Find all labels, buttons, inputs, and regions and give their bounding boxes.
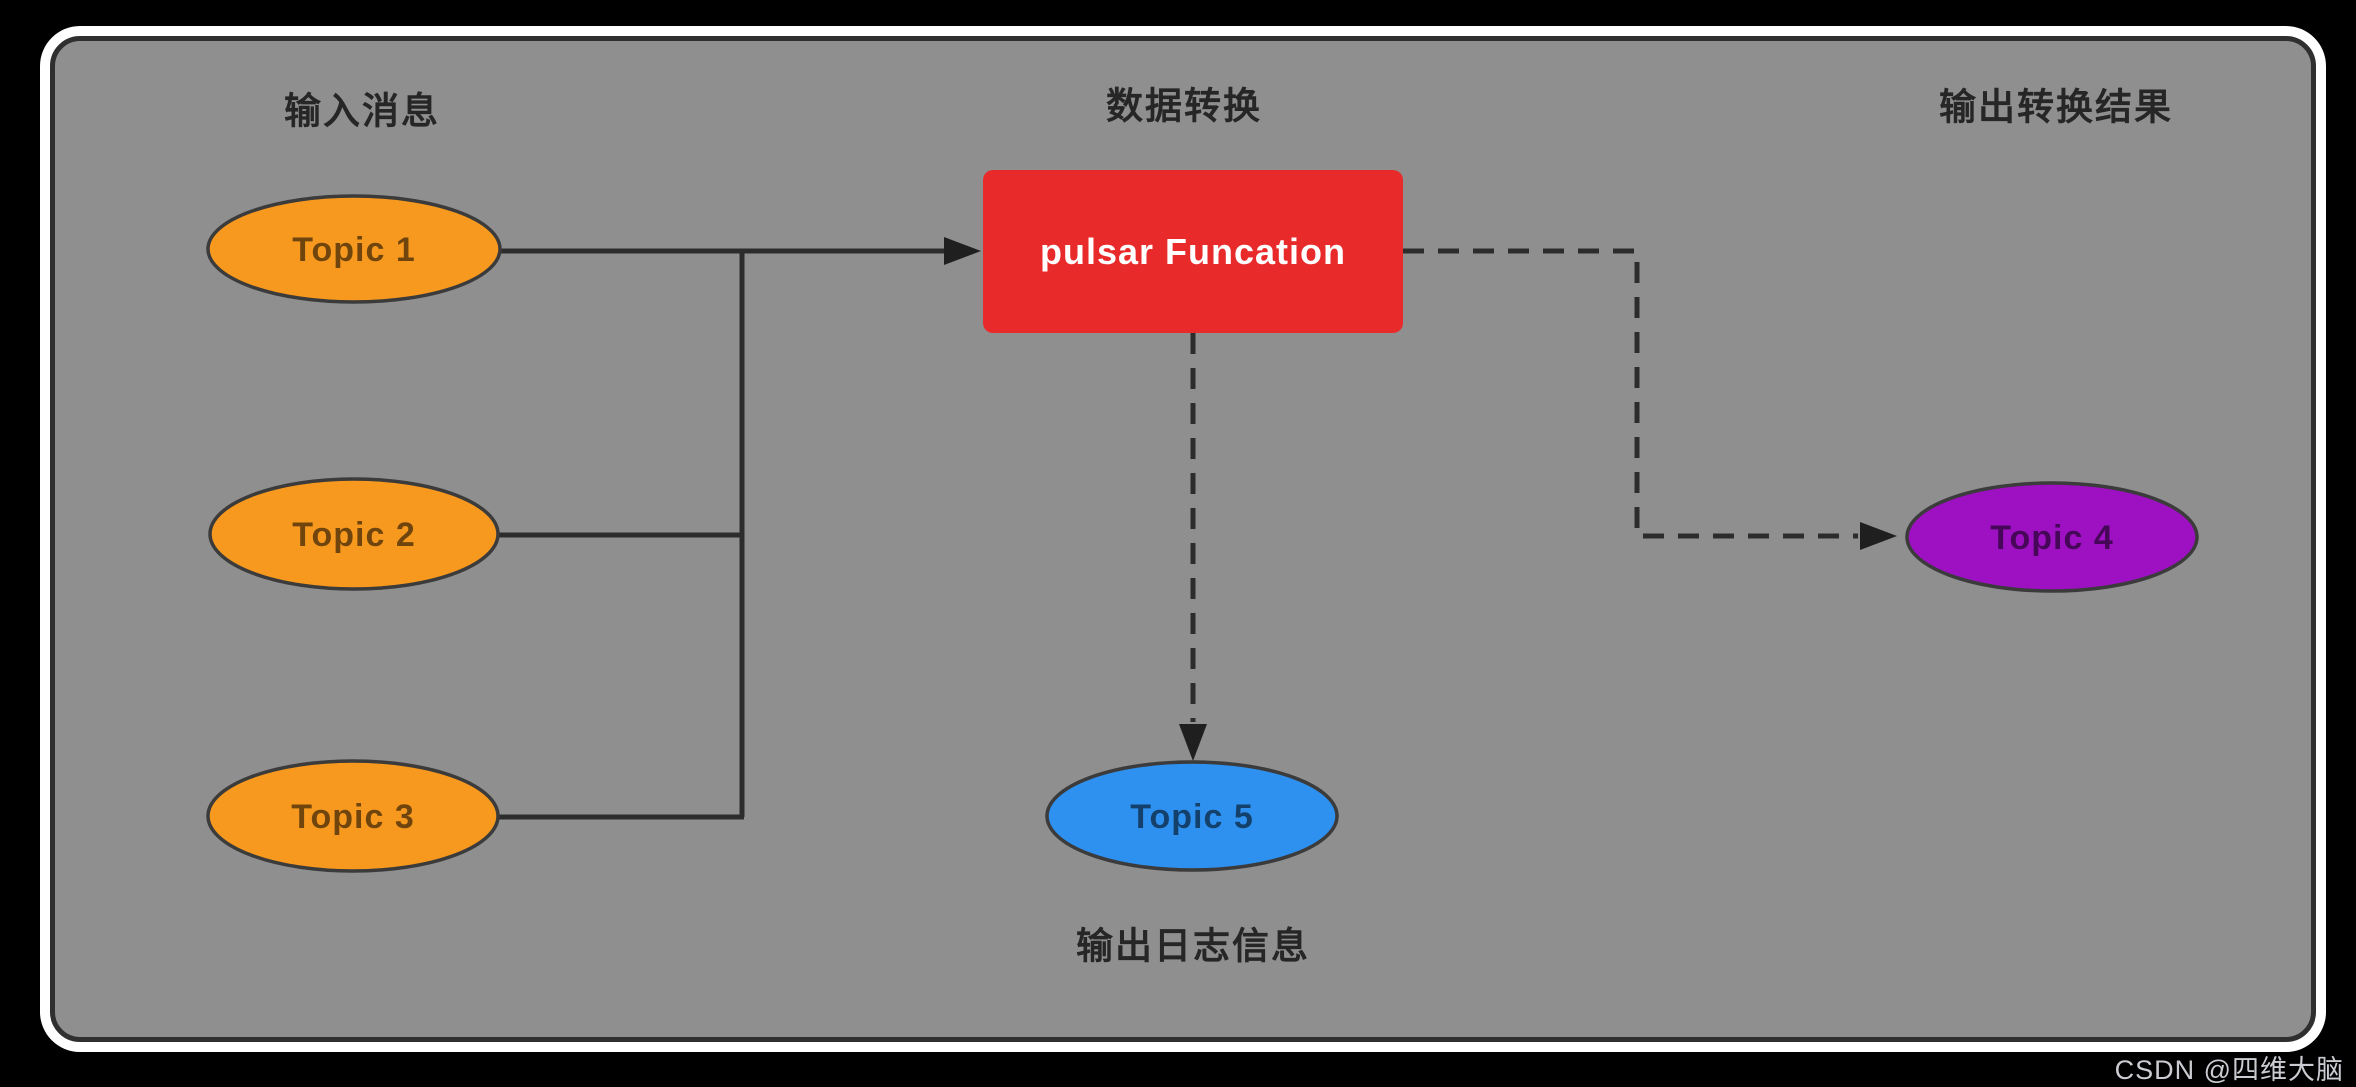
- node-topic5-label: Topic 5: [1130, 798, 1254, 836]
- node-function-shape: [983, 170, 1403, 333]
- node-topic5-shape: [1045, 760, 1339, 872]
- arrowhead-into-topic5: [1179, 724, 1207, 761]
- node-topic1-label: Topic 1: [292, 231, 416, 269]
- node-topic2-shape: [208, 477, 500, 591]
- node-topic3-shape: [206, 759, 500, 873]
- edge-function-to-topic4: [1403, 248, 1858, 539]
- arrowhead-into-function: [944, 237, 981, 265]
- node-topic4-label: Topic 4: [1990, 519, 2114, 557]
- header-input-messages: 输入消息: [284, 90, 440, 132]
- node-topic4-shape: [1905, 481, 2199, 593]
- node-function-label: pulsar Funcation: [1039, 231, 1347, 272]
- header-output-result: 输出转换结果: [1939, 86, 2173, 128]
- node-topic1-shape: [206, 194, 502, 304]
- node-topic3-label: Topic 3: [291, 798, 415, 836]
- csdn-watermark: CSDN @四维大脑: [2114, 1055, 2344, 1085]
- node-topic2-label: Topic 2: [292, 516, 416, 554]
- arrowhead-into-topic4: [1860, 522, 1897, 550]
- footer-output-log-label: 输出日志信息: [1076, 925, 1310, 967]
- header-data-transform: 数据转换: [1106, 85, 1262, 127]
